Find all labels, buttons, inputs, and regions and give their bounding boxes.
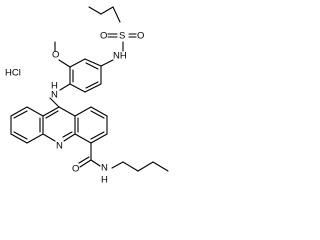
bond [63, 133, 76, 142]
bond [90, 131, 105, 140]
bond [90, 159, 101, 167]
bond [84, 58, 102, 67]
bond [90, 110, 105, 119]
methoxy-oxygen-label: O [52, 50, 59, 61]
bond [74, 106, 92, 117]
bond [62, 131, 73, 138]
bond [137, 161, 154, 172]
bond [112, 6, 121, 23]
sulfonyl-oxygen-left-label: O [100, 31, 107, 42]
bond [58, 59, 71, 68]
atom-labels: HCl O NH S O O H N N O N H [5, 31, 144, 186]
bond [59, 83, 71, 91]
bond [152, 161, 169, 172]
bond [49, 97, 60, 108]
bond [111, 161, 124, 169]
bond [26, 133, 44, 144]
carbonyl-oxygen-label: O [72, 164, 79, 175]
bond [45, 110, 59, 119]
bond [100, 59, 114, 67]
sulfonyl-oxygen-right-label: O [137, 31, 144, 42]
chemical-structure-diagram: HCl O NH S O O H N N O N H [5, 6, 169, 186]
bond [100, 6, 114, 15]
sulfonyl-sulfur-label: S [119, 31, 125, 42]
bond [122, 161, 139, 172]
bond [78, 156, 90, 164]
bond [90, 106, 108, 117]
bond [69, 83, 86, 93]
amine-n-label: N [51, 90, 58, 101]
bond [69, 58, 86, 68]
amine-h-label: H [51, 81, 58, 92]
bond [85, 81, 99, 89]
amide-h-label: H [101, 175, 108, 186]
bond [58, 106, 76, 117]
sulfonamide-nh-label: NH [113, 51, 127, 62]
bond [13, 110, 28, 119]
bond [26, 106, 44, 117]
bond [10, 133, 28, 144]
bond [10, 106, 28, 117]
bonds [10, 6, 169, 172]
bond [84, 83, 102, 93]
bond [85, 62, 99, 70]
amide-n-label: N [101, 163, 108, 174]
bond [88, 6, 102, 15]
bond [13, 131, 28, 140]
salt-label: HCl [5, 68, 21, 79]
bond [90, 133, 108, 144]
bond [79, 159, 92, 168]
bond [42, 133, 56, 142]
bond [42, 106, 60, 117]
acridine-nitrogen-label: N [56, 141, 63, 152]
bond [74, 133, 92, 144]
